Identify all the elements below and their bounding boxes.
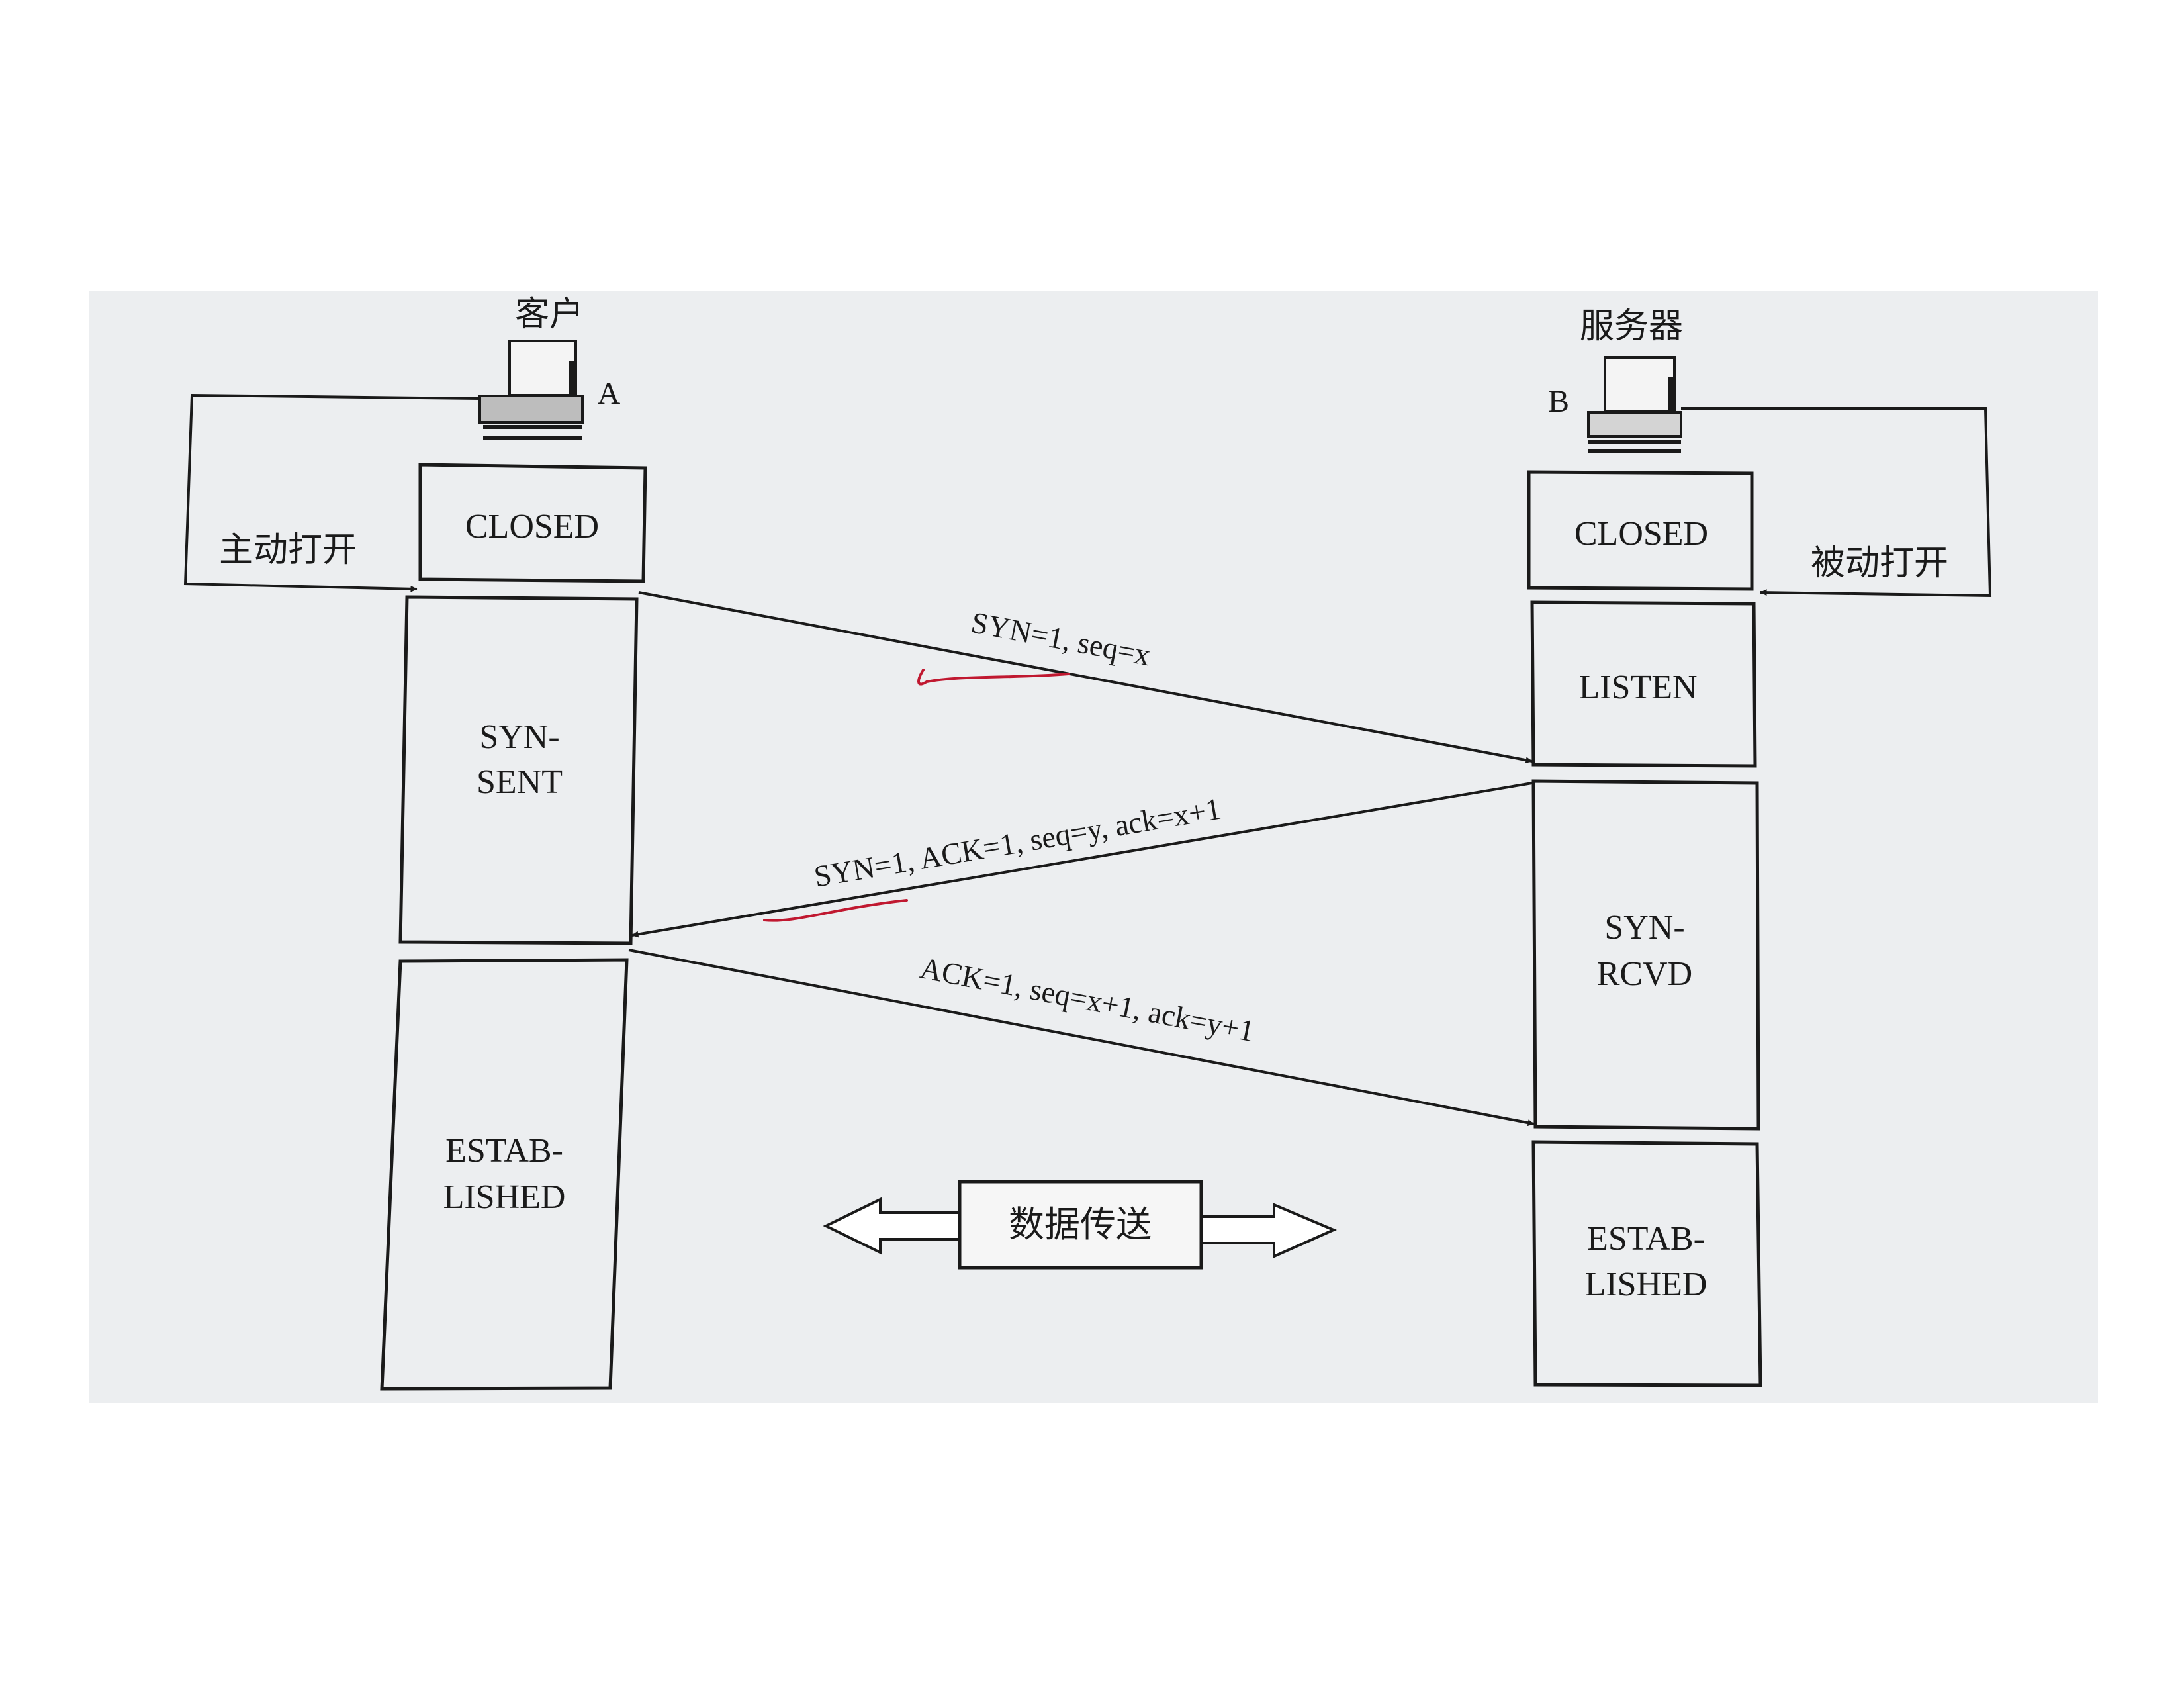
client-state-closed-label: CLOSED	[465, 508, 599, 545]
red-pen-underline-syn	[917, 669, 1070, 686]
client-state-syn-sent-label-line2: SENT	[477, 763, 563, 801]
ack-message-arrow	[628, 949, 1535, 1127]
ack-message-label: ACK=1, seq=x+1, ack=y+1	[917, 951, 1257, 1048]
data-transfer-arrow	[823, 1180, 1338, 1270]
client-state-syn-sent-label-line1: SYN-	[479, 718, 559, 756]
server-state-established: ESTAB- LISHED	[1531, 1140, 1762, 1387]
syn-ack-message-label: SYN=1, ACK=1, seq=y, ack=x+1	[811, 792, 1223, 894]
server-passive-open-label: 被动打开	[1811, 543, 1948, 583]
server-passive-open-line	[1681, 407, 1992, 598]
server-state-syn-rcvd: SYN- RCVD	[1531, 779, 1760, 1131]
server-id-label: B	[1548, 384, 1569, 419]
server-state-listen: LISTEN	[1530, 600, 1757, 768]
client-active-open-label: 主动打开	[219, 530, 357, 570]
server-state-syn-rcvd-label-line1: SYN-	[1604, 909, 1684, 947]
client-state-syn-sent: SYN- SENT	[398, 595, 639, 945]
client-active-open-line	[183, 393, 480, 592]
syn-ack-message-arrow	[631, 782, 1533, 938]
server-state-syn-rcvd-label-line2: RCVD	[1597, 955, 1692, 993]
server-state-established-label-line2: LISHED	[1585, 1266, 1707, 1303]
server-state-closed-label: CLOSED	[1574, 515, 1708, 553]
server-state-listen-label: LISTEN	[1578, 669, 1697, 706]
red-pen-underline-syn-ack	[763, 899, 908, 922]
client-state-established-label-line1: ESTAB-	[445, 1132, 563, 1170]
syn-message-arrow	[638, 591, 1533, 764]
client-id-label: A	[598, 376, 621, 411]
server-title: 服务器	[1580, 306, 1683, 346]
server-computer-icon	[1587, 356, 1682, 453]
client-state-established: ESTAB- LISHED	[380, 958, 629, 1391]
data-transfer-label: 数据传送	[1009, 1203, 1152, 1245]
server-state-established-label-line1: ESTAB-	[1587, 1220, 1705, 1258]
client-title: 客户	[515, 295, 584, 334]
client-state-closed: CLOSED	[418, 463, 647, 583]
server-state-closed: CLOSED	[1527, 470, 1754, 591]
client-state-established-label-line2: LISHED	[443, 1178, 566, 1216]
client-computer-icon	[478, 340, 584, 440]
syn-message-label: SYN=1, seq=x	[968, 605, 1153, 672]
